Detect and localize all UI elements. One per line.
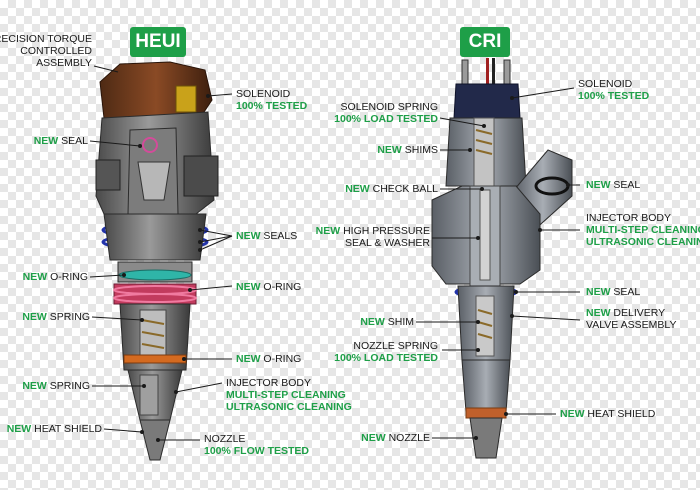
- heui-oring-right1-label: NEW O-RING: [236, 281, 302, 293]
- heui-nozzle-label: NOZZLE 100% FLOW TESTED: [204, 433, 310, 457]
- heui-injector-body-label: INJECTOR BODY MULTI-STEP CLEANING ULTRAS…: [226, 377, 352, 413]
- cri-delivery-valve-label: NEW DELIVERY VALVE ASSEMBLY: [586, 307, 677, 331]
- heui-badge: HEUI: [130, 27, 186, 57]
- cri-injector-body-label: INJECTOR BODY MULTI-STEP CLEANING ULTRAS…: [586, 212, 700, 248]
- cri-solenoid: [453, 83, 521, 119]
- heui-side-block: [183, 155, 219, 197]
- cri-high-pressure-label: NEW HIGH PRESSURE SEAL & WASHER: [315, 225, 430, 249]
- cri-solenoid-label: SOLENOID 100% TESTED: [578, 78, 650, 102]
- heui-oring-left-label: NEW O-RING: [22, 271, 88, 283]
- leader-lines: [89, 65, 581, 441]
- cri-badge: CRI: [460, 27, 510, 57]
- cri-nozzle-spring-label: NOZZLE SPRING 100% LOAD TESTED: [334, 340, 438, 364]
- heui-solenoid-connector: [175, 85, 197, 113]
- heui-heat-shield-label: NEW HEAT SHIELD: [6, 423, 102, 435]
- cri-heat-shield-label: NEW HEAT SHIELD: [560, 408, 656, 420]
- cri-seal-lower-label: NEW SEAL: [586, 286, 641, 298]
- heui-seal-label: NEW SEAL: [33, 135, 88, 147]
- cri-seal-right-label: NEW SEAL: [586, 179, 641, 191]
- cri-injector: [431, 58, 573, 459]
- cri-shims-label: NEW SHIMS: [377, 144, 438, 156]
- heui-injector: [95, 61, 219, 461]
- heui-oring-right2-label: NEW O-RING: [236, 353, 302, 365]
- heui-spring2-label: NEW SPRING: [22, 380, 90, 392]
- heui-solenoid-label: SOLENOID 100% TESTED: [236, 88, 308, 112]
- heui-spring1-label: NEW SPRING: [22, 311, 90, 323]
- heui-precision-torque-label: PRECISION TORQUE CONTROLLED ASSEMBLY: [0, 33, 92, 69]
- heui-oring-teal: [118, 269, 192, 281]
- cri-check-ball-label: NEW CHECK BALL: [345, 183, 438, 195]
- cri-shim-label: NEW SHIM: [360, 316, 414, 328]
- leader-dots: [122, 94, 570, 442]
- heui-seals-label: NEW SEALS: [236, 230, 298, 242]
- cri-solenoid-spring-label: SOLENOID SPRING 100% LOAD TESTED: [334, 101, 438, 125]
- cri-nozzle-label: NEW NOZZLE: [361, 432, 430, 444]
